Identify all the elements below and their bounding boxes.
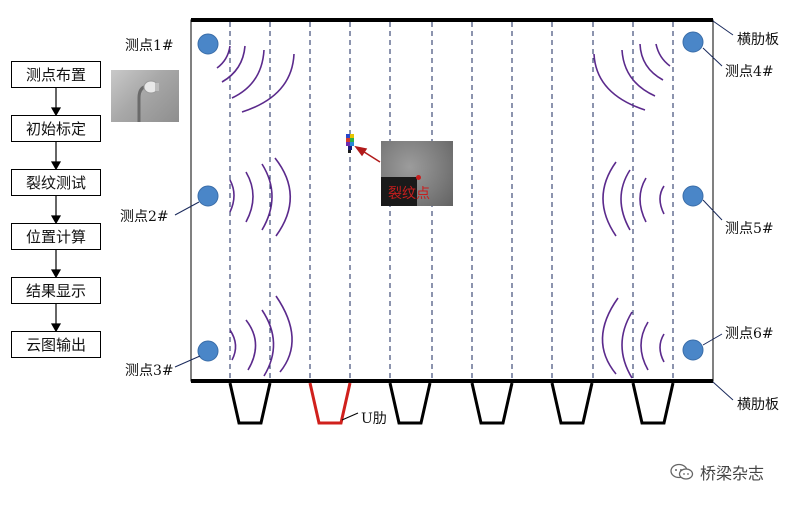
u-rib-label: U肋: [361, 411, 387, 427]
crossbeam-label-top: 横肋板: [737, 32, 779, 48]
sensor-device-icon: [137, 80, 159, 122]
point-label-6: 测点6#: [725, 326, 774, 342]
crack-marker: [346, 134, 354, 153]
flow-step-3: 裂纹测试: [11, 169, 101, 196]
sensor-5: [682, 185, 704, 207]
watermark: 桥梁杂志: [670, 460, 764, 484]
point-label-1: 测点1#: [125, 38, 174, 54]
sensor-6: [682, 339, 704, 361]
crossbeam-label-bottom: 横肋板: [737, 397, 779, 413]
flow-step-1: 测点布置: [11, 61, 101, 88]
point-label-2: 测点2#: [120, 209, 169, 225]
flow-step-2: 初始标定: [11, 115, 101, 142]
leader-lines: [174, 20, 734, 401]
u-rib-troughs: [228, 382, 675, 425]
flow-step-4: 位置计算: [11, 223, 101, 250]
sensors: [197, 31, 704, 362]
point-label-3: 测点3#: [125, 363, 174, 379]
acoustic-waves: [216, 43, 671, 379]
crack-photo-shadow: [381, 177, 417, 206]
crack-dot-icon: [416, 175, 421, 180]
flow-arrows: [50, 88, 62, 333]
point-label-4: 测点4#: [725, 64, 774, 80]
sensor-3: [197, 340, 219, 362]
sensor-2: [197, 185, 219, 207]
point-label-5: 测点5#: [725, 221, 774, 237]
sensor-1: [197, 33, 219, 55]
wechat-icon: [670, 463, 694, 480]
watermark-text: 桥梁杂志: [700, 464, 765, 483]
sensor-photo: [111, 70, 179, 122]
crack-photo: 裂纹点: [381, 141, 453, 206]
u-rib-leader: [341, 412, 359, 421]
crack-point-label: 裂纹点: [388, 186, 430, 202]
u-rib-dashed-lines: [229, 22, 674, 380]
crack-arrow: [354, 145, 381, 163]
flow-step-6: 云图输出: [11, 331, 101, 358]
u-rib-highlighted: [308, 382, 352, 425]
sensor-4: [682, 31, 704, 53]
flow-step-5: 结果显示: [11, 277, 101, 304]
